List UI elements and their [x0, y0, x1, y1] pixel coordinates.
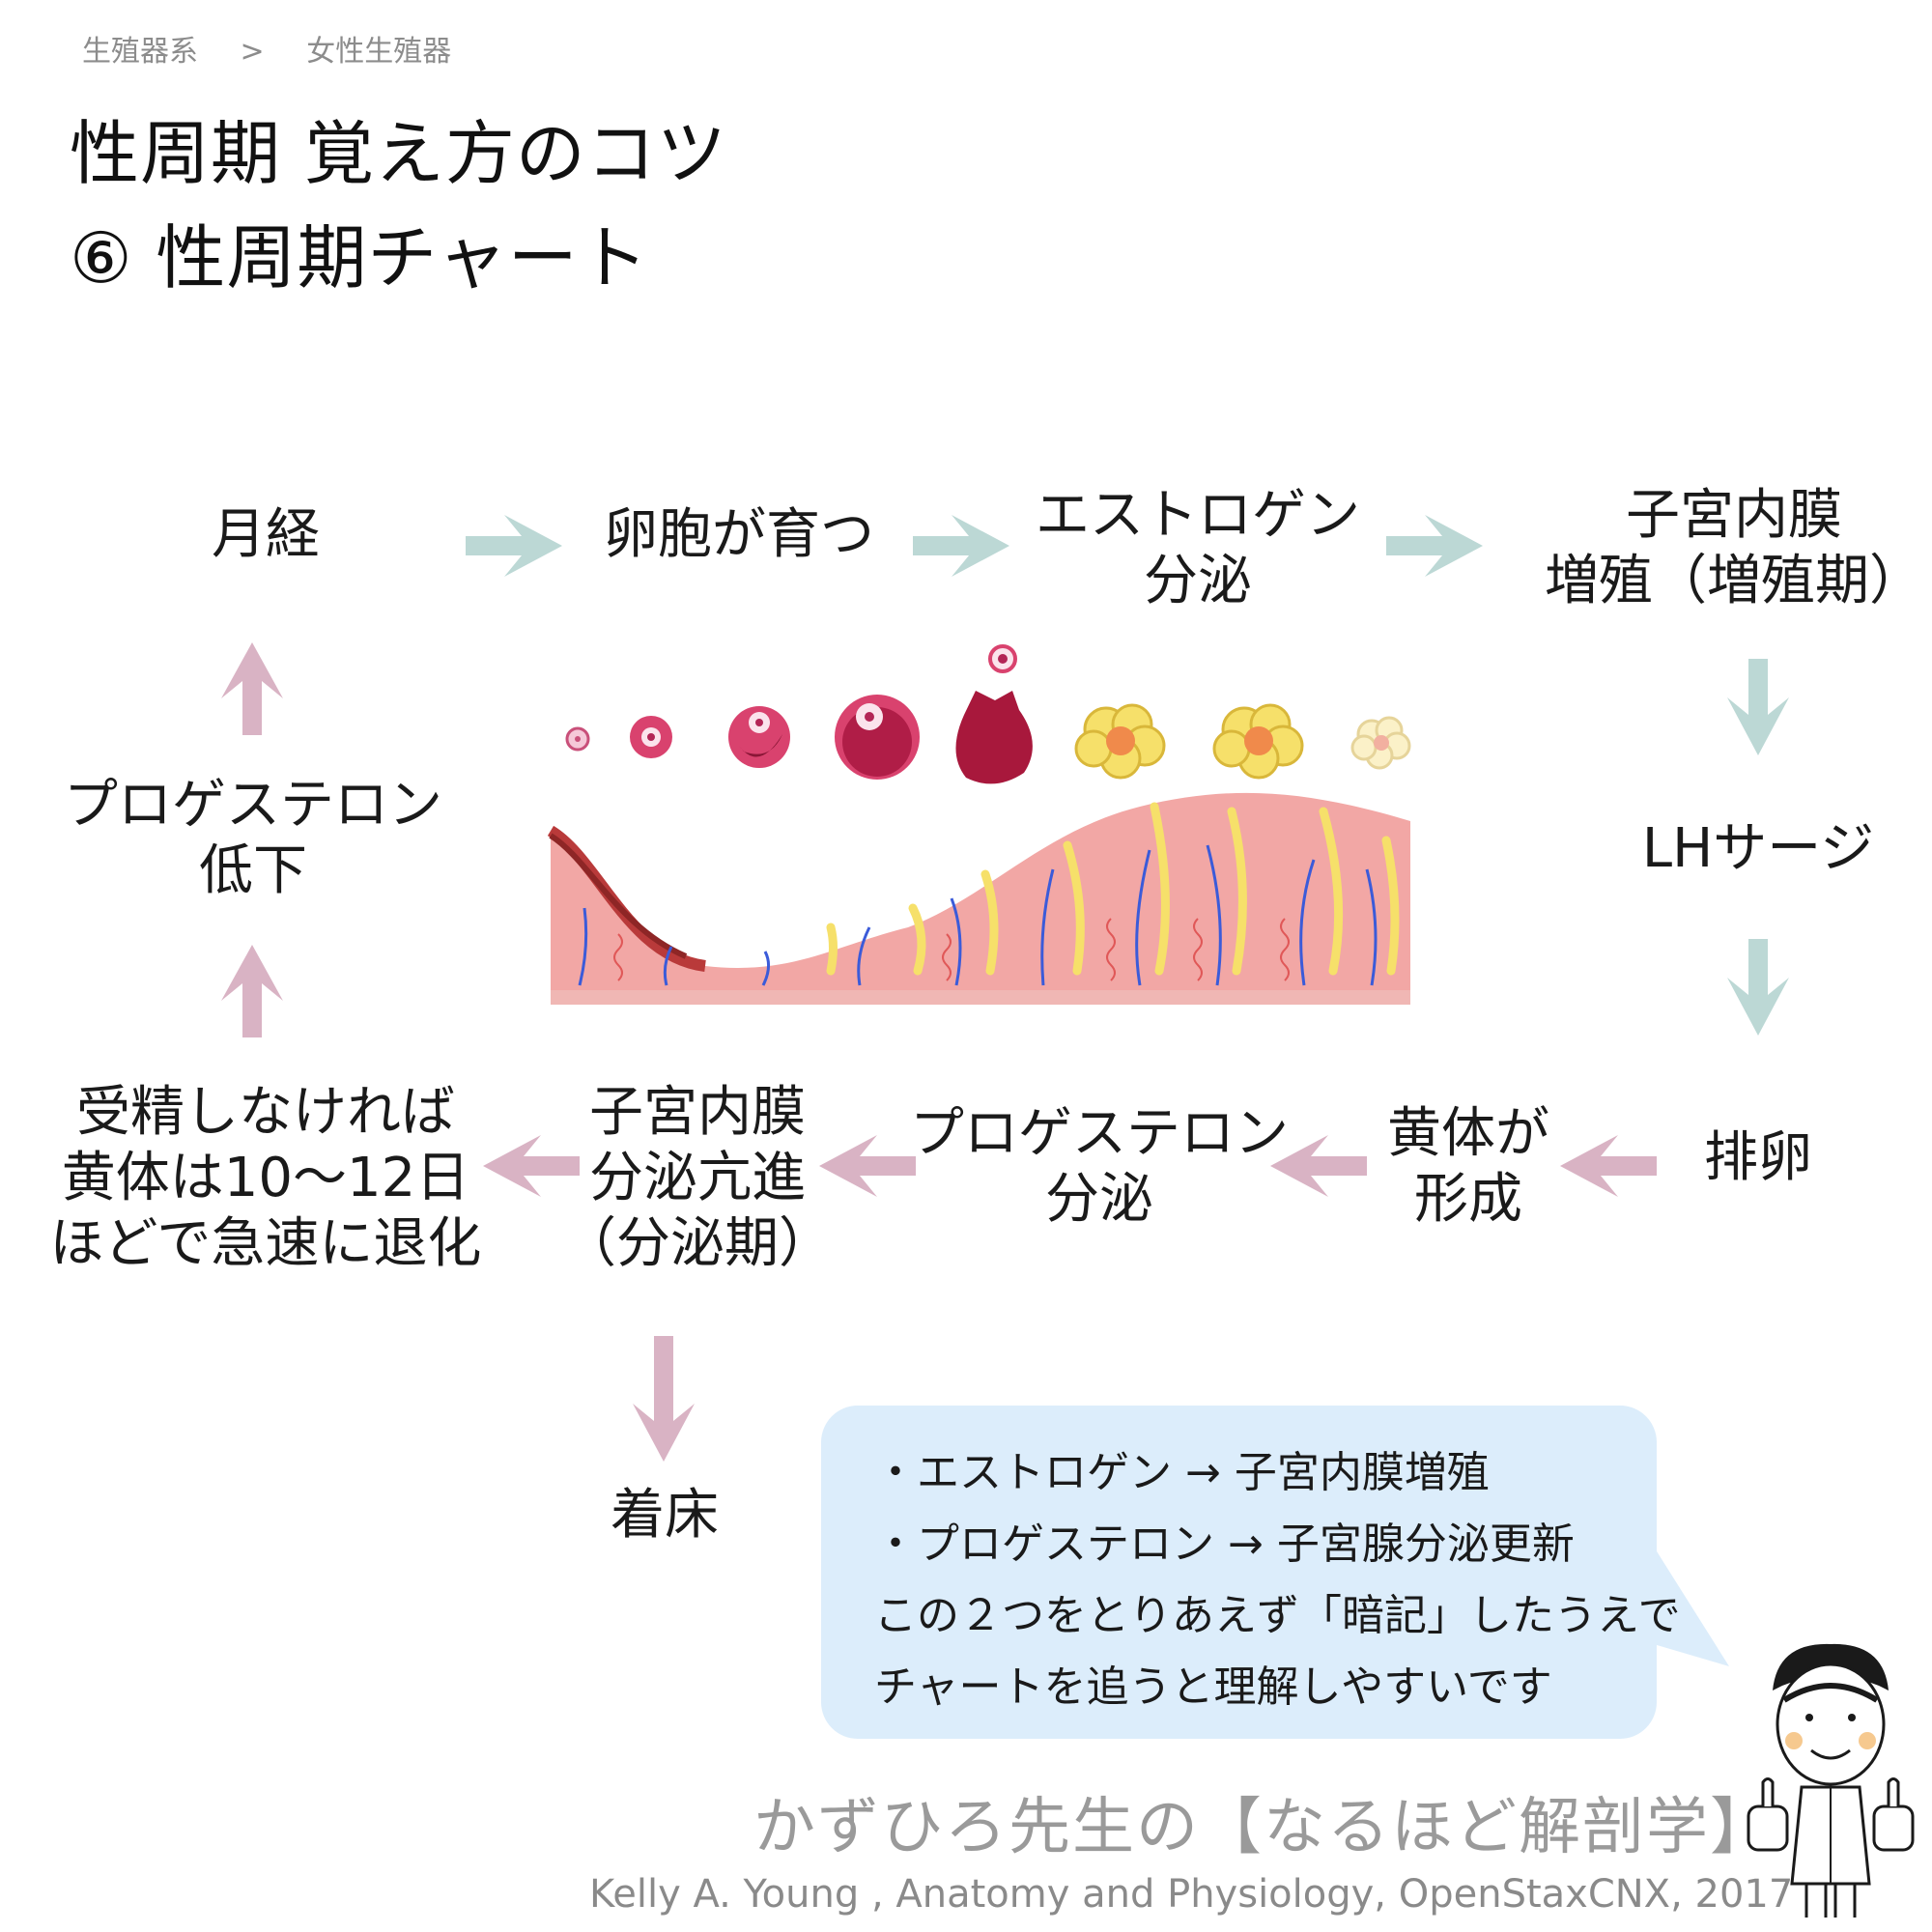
step-estrogen-secretion: エストロゲン 分泌: [1036, 484, 1360, 612]
arrow-down-icon: [633, 1336, 695, 1462]
step-progesterone-secretion: プロゲステロン 分泌: [910, 1102, 1289, 1231]
arrow-down-icon: [1727, 659, 1789, 755]
arrow-right-icon: [466, 515, 562, 577]
image-source: Kelly A. Young , Anatomy and Physiology,…: [589, 1872, 1794, 1917]
step-implantation: 着床: [611, 1484, 719, 1547]
breadcrumb-item-reproductive-system[interactable]: 生殖器系: [82, 35, 198, 69]
note-line: この２つをとりあえず「暗記」したうえで: [874, 1591, 1681, 1640]
arrow-down-icon: [1727, 939, 1789, 1036]
note-text: ・エストロゲン → 子宮内膜増殖 ・プロゲステロン → 子宮腺分泌更新 この２つ…: [874, 1437, 1681, 1723]
breadcrumb-separator: >: [240, 35, 265, 69]
doctor-mascot: [1747, 1643, 1915, 1918]
step-endometrial-proliferation: 子宮内膜 増殖（増殖期）: [1545, 484, 1923, 612]
arrow-left-icon: [1270, 1135, 1367, 1197]
bubble-tail: [1647, 1536, 1729, 1666]
note-line: ・エストロゲン → 子宮内膜増殖: [874, 1448, 1490, 1497]
step-corpus-luteum-formation: 黄体が 形成: [1387, 1102, 1549, 1231]
step-secretory-phase: 子宮内膜 分泌亢進 （分泌期）: [562, 1081, 833, 1275]
follicle-stages: [565, 644, 1411, 784]
step-corpus-luteum-regression: 受精しなければ 黄体は10〜12日 ほどで急速に退化: [49, 1081, 482, 1275]
arrow-up-icon: [221, 945, 283, 1037]
ovarian-cycle-illustration: [547, 644, 1411, 1005]
arrow-left-icon: [1560, 1135, 1657, 1197]
step-menstruation: 月経: [212, 503, 320, 566]
site-credit: かずひろ先生の【なるほど解剖学】: [753, 1792, 1774, 1863]
step-follicle-growth: 卵胞が育つ: [604, 503, 874, 566]
page-title-line2: ⑥ 性周期チャート: [70, 217, 649, 298]
arrow-left-icon: [819, 1135, 916, 1197]
note-line: ・プロゲステロン → 子宮腺分泌更新: [874, 1520, 1575, 1569]
breadcrumb: 生殖器系 > 女性生殖器: [82, 27, 484, 70]
breadcrumb-item-female-reproductive[interactable]: 女性生殖器: [306, 35, 452, 69]
step-ovulation: 排卵: [1704, 1126, 1812, 1189]
arrow-up-icon: [221, 642, 283, 735]
note-bubble: [821, 1406, 1657, 1739]
page-title-line1: 性周期 覚え方のコツ: [70, 113, 727, 194]
step-progesterone-drop: プロゲステロン 低下: [64, 774, 442, 902]
arrow-left-icon: [483, 1135, 580, 1197]
step-lh-surge: LHサージ: [1641, 817, 1875, 880]
arrow-right-icon: [1386, 515, 1483, 577]
note-line: チャートを追うと理解しやすいです: [874, 1662, 1552, 1712]
endometrium-layer: [547, 792, 1410, 1005]
arrow-right-icon: [913, 515, 1009, 577]
